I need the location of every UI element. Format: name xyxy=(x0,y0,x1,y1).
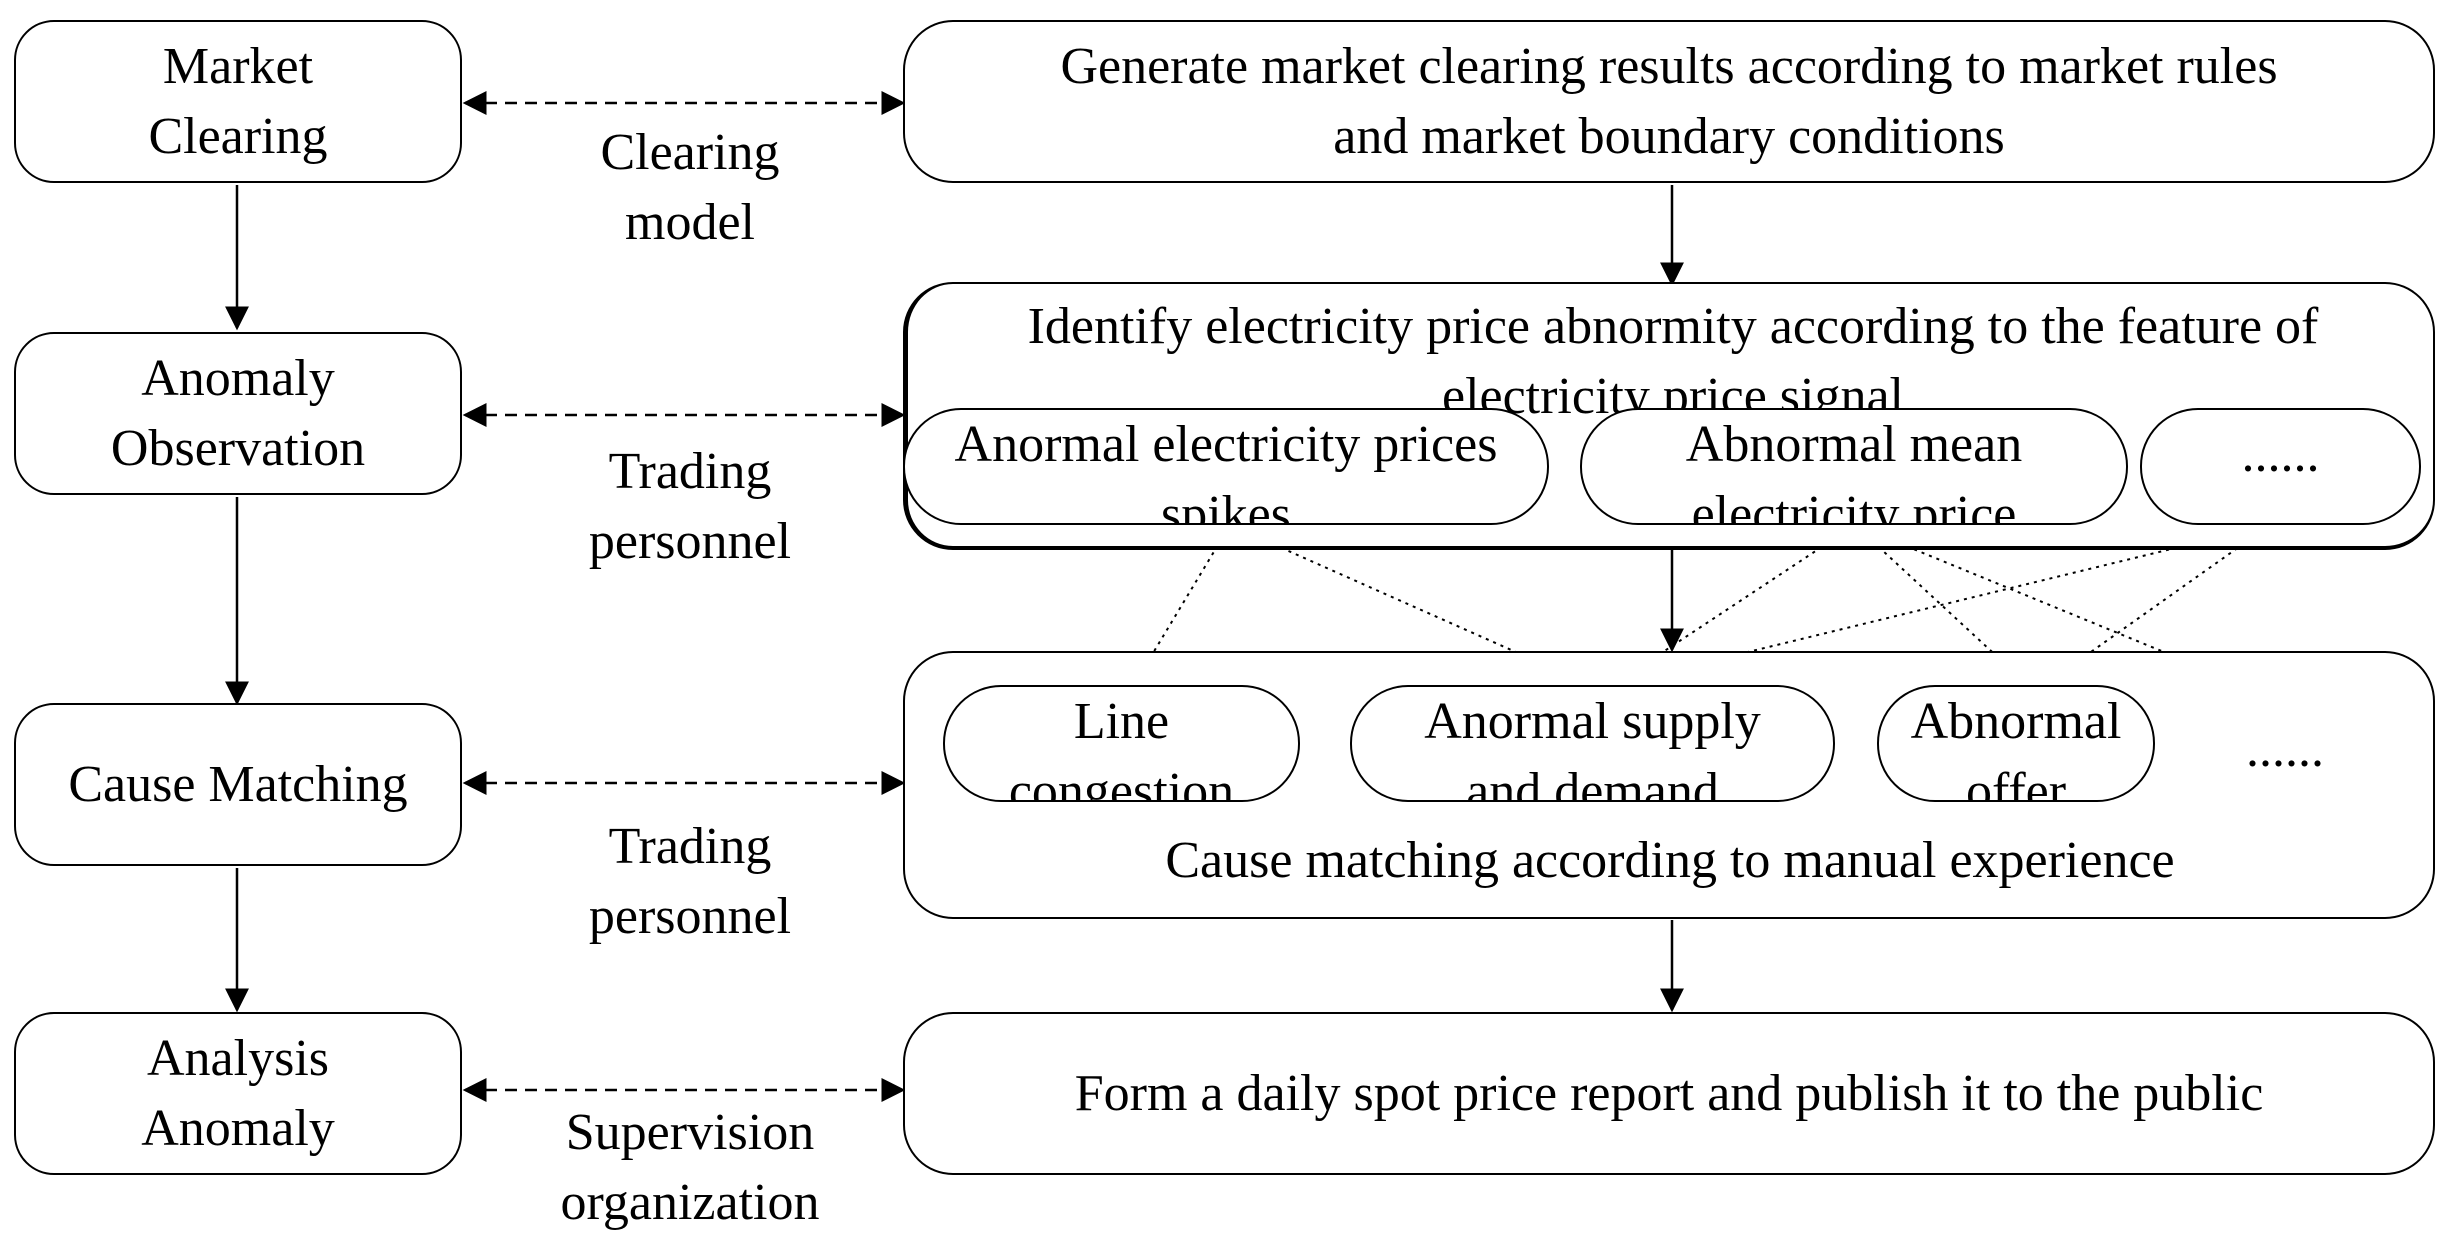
cause-supply-demand: Anormal supply and demand xyxy=(1350,685,1835,802)
actor-supervision-organization: Supervision organization xyxy=(560,1104,820,1231)
cause-more: ...... xyxy=(2246,721,2324,778)
cause-matching-title: Cause matching according to manual exper… xyxy=(1165,832,2175,889)
cause-abnormal-offer: Abnormal offer xyxy=(1877,685,2155,802)
actor-clearing-model: Clearing model xyxy=(600,124,780,251)
clearing-results-box: Generate market clearing results accordi… xyxy=(903,20,2435,183)
step-anomaly-observation: Anomaly Observation xyxy=(14,332,462,495)
actor-trading-personnel-1: Trading personnel xyxy=(588,443,792,570)
anomaly-more: ...... xyxy=(2140,408,2421,525)
dotted-mean-to-supply xyxy=(1609,524,1856,688)
actor-trading-personnel-2: Trading personnel xyxy=(588,818,792,945)
cause-line-congestion: Line congestion xyxy=(943,685,1300,802)
dotted-mean-to-more xyxy=(1854,524,2306,712)
dotted-more-to-supply xyxy=(1599,524,2271,691)
step-analysis-anomaly: Analysis Anomaly xyxy=(14,1012,462,1175)
report-box: Form a daily spot price report and publi… xyxy=(903,1012,2435,1175)
step-market-clearing: Market Clearing xyxy=(14,20,462,183)
step-cause-matching: Cause Matching xyxy=(14,703,462,866)
anomaly-price-spikes: Anormal electricity prices spikes xyxy=(903,408,1549,525)
anomaly-mean-price: Abnormal mean electricity price xyxy=(1580,408,2128,525)
